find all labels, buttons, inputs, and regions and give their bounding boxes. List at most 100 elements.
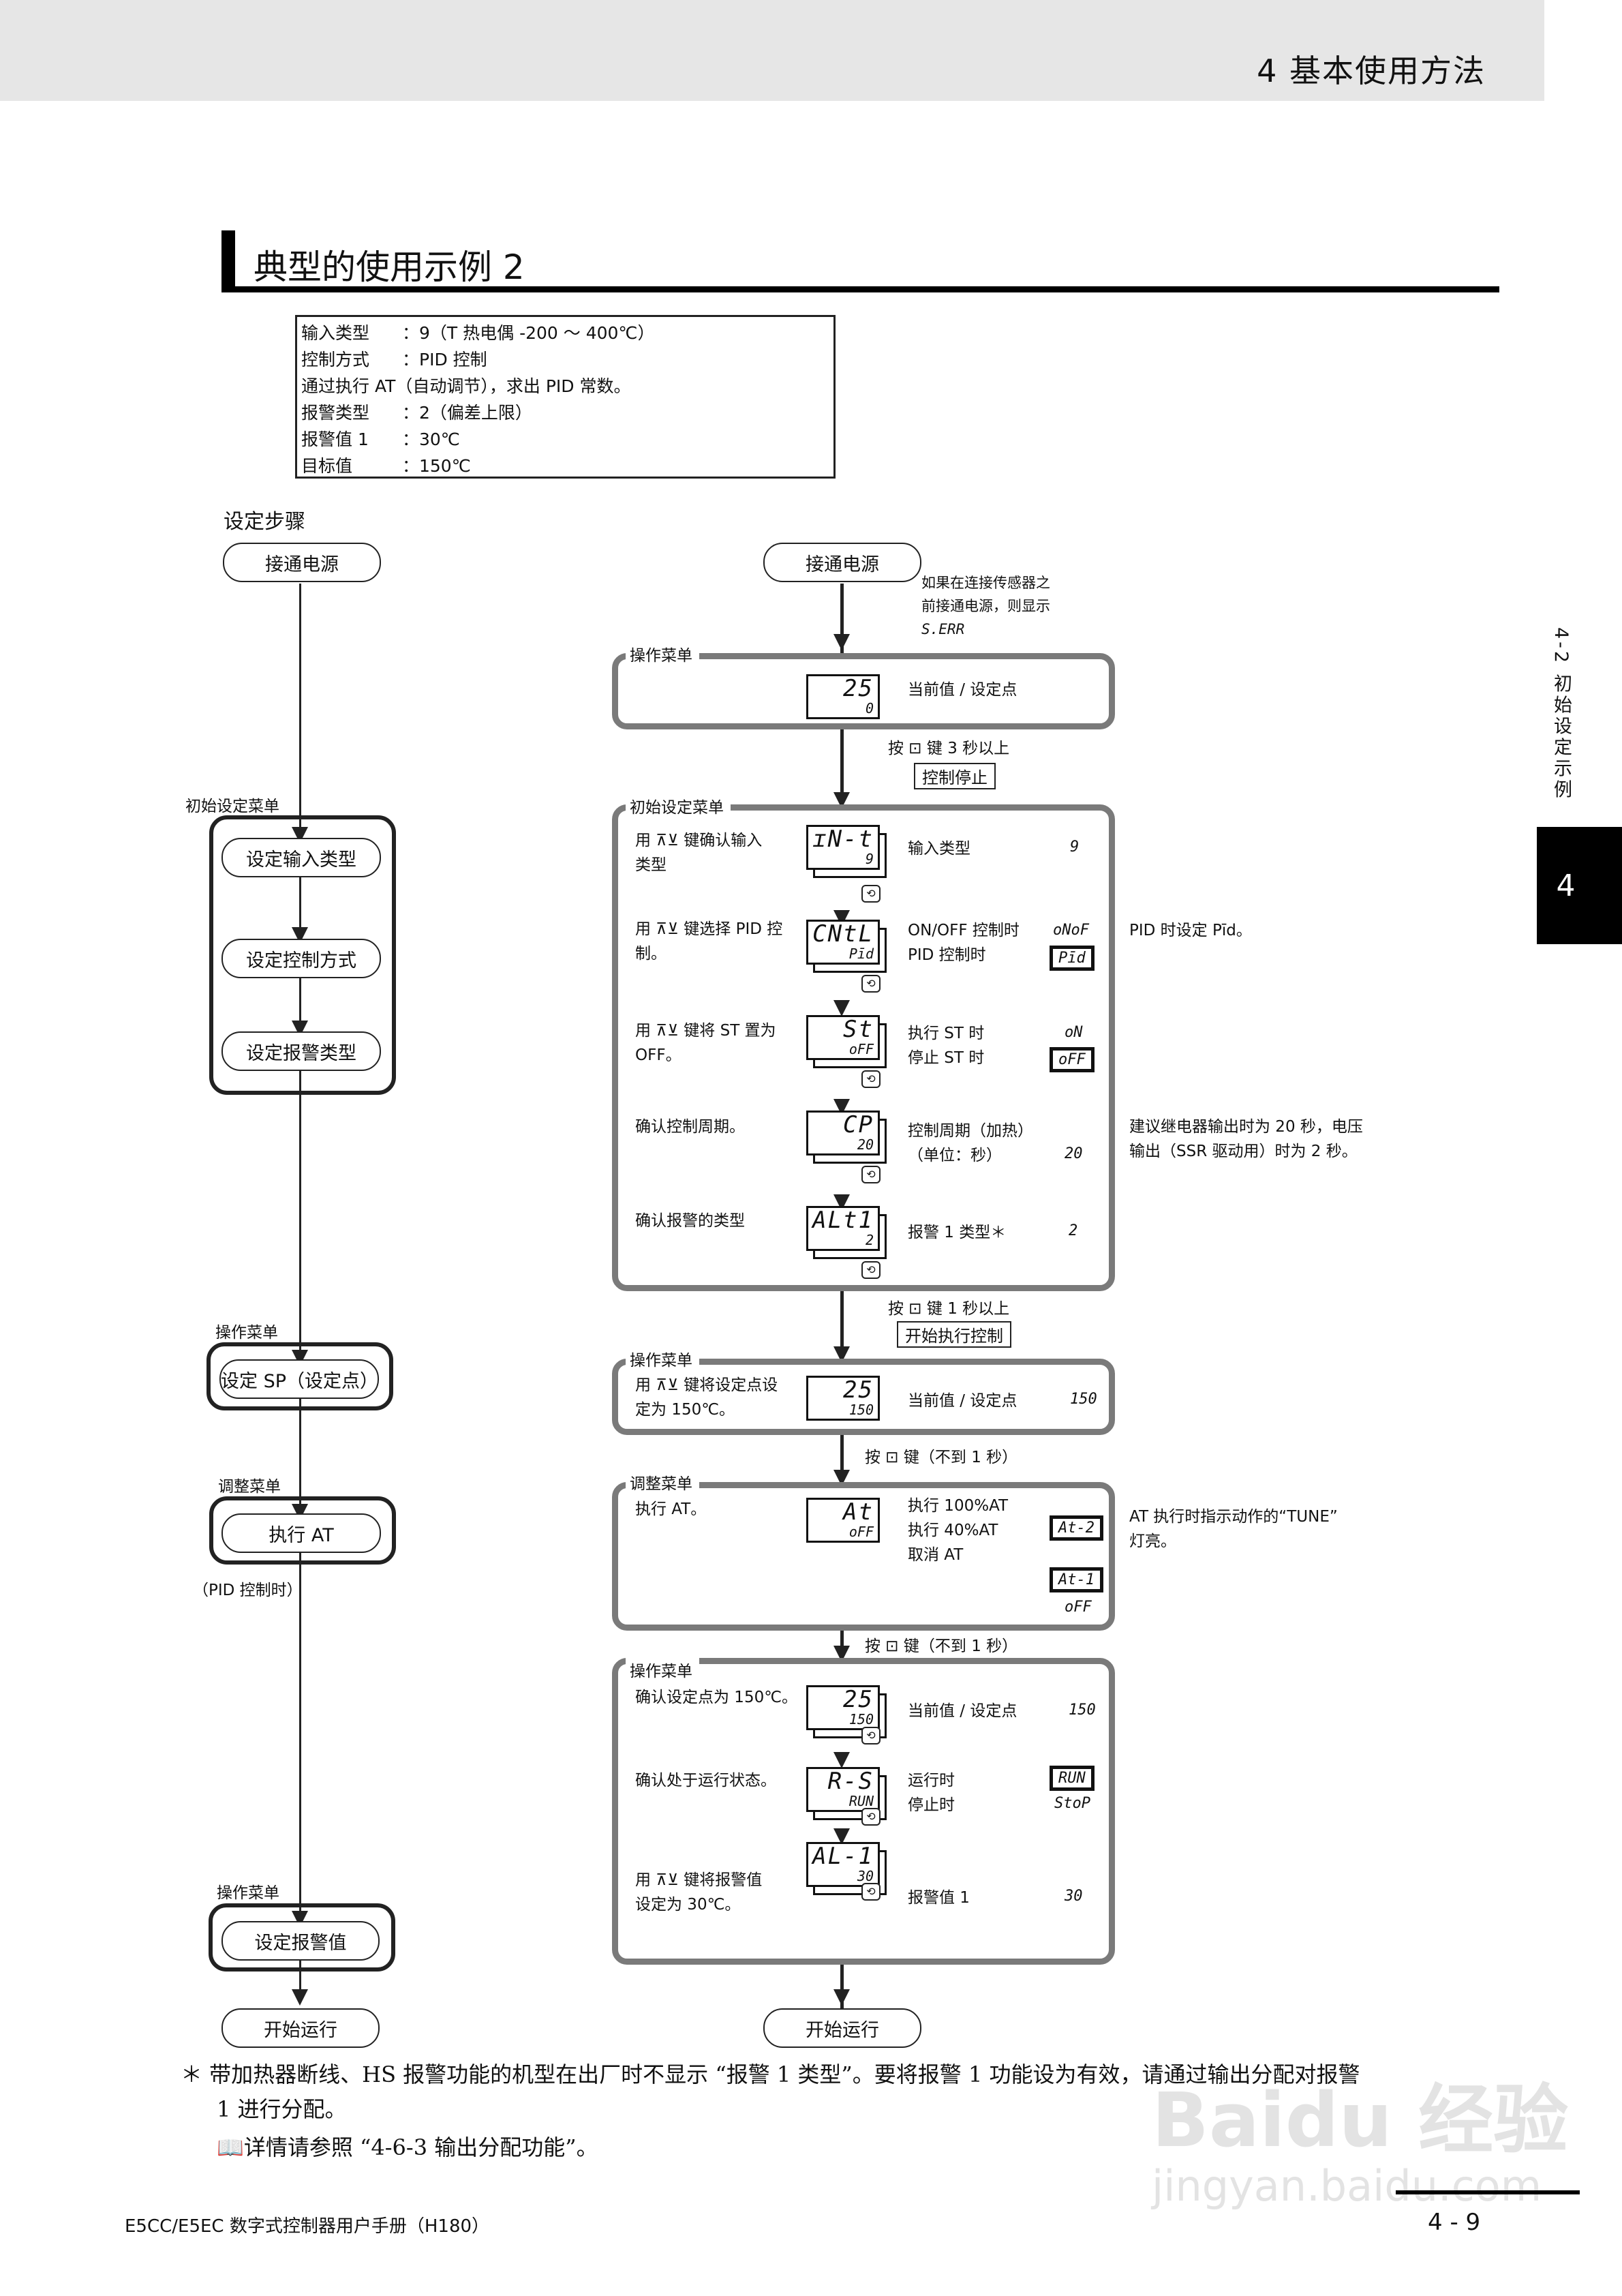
lcd-top: ALt1 (812, 1207, 874, 1234)
mode-key-icon: ⟲ (861, 1261, 881, 1279)
lcd-top: 25 (843, 675, 874, 702)
footnote-reference[interactable]: 📖详情请参照 “4-6-3 输出分配功能”。 (217, 2128, 598, 2166)
lcd-top: 25 (843, 1376, 874, 1404)
arrow-down-icon (292, 1989, 308, 2006)
lcd-top: ɪN-t (812, 826, 874, 853)
setting-value: StoP (1054, 1795, 1090, 1812)
left-group4-box (209, 1903, 395, 1972)
lcd-bottom: 150 (848, 1711, 874, 1727)
lcd-bottom: 0 (865, 700, 874, 716)
spec-value: ：150℃ (402, 456, 471, 476)
left-flow-line (299, 584, 301, 2000)
setting-value: 2 (1069, 1222, 1078, 1239)
mode-key-icon: ⟲ (861, 1166, 881, 1183)
step-instruction: 确认处于运行状态。 (635, 1772, 776, 1789)
setting-value: 150 (1069, 1702, 1096, 1719)
left-group1-label: 初始设定菜单 (185, 798, 279, 815)
lcd-top: CP (843, 1111, 874, 1138)
left-node-control-mode: 设定控制方式 (221, 939, 381, 978)
mode-key-icon: ⟲ (861, 975, 881, 993)
lcd-top: R-S (827, 1768, 874, 1795)
panel-title: 操作菜单 (626, 642, 699, 665)
spec-key: 输入类型 (301, 323, 370, 343)
lcd-bottom: RUN (848, 1793, 874, 1809)
left-group4-label: 操作菜单 (217, 1884, 279, 1902)
start-note-line: 前接通电源，则显示 (921, 598, 1050, 614)
left-node-set-sp: 设定 SP（设定点） (219, 1359, 379, 1399)
spec-value: ：30℃ (402, 429, 460, 449)
watermark-logo: Baidu 经验 (1152, 2076, 1569, 2164)
spec-row: 报警值 1 ：30℃ (301, 426, 833, 453)
setting-value: oN (1065, 1024, 1083, 1041)
left-group2-label: 操作菜单 (215, 1324, 278, 1342)
lcd-top: 25 (843, 1686, 874, 1713)
side-note: AT 执行时指示动作的“TUNE”灯亮。 (1129, 1508, 1338, 1550)
start-note: 如果在连接传感器之 前接通电源，则显示 S.ERR (921, 571, 1050, 641)
spec-value: ：PID 控制 (402, 350, 487, 369)
lcd-bottom: Pīd (848, 946, 874, 962)
panel-title: 操作菜单 (626, 1347, 699, 1370)
section-title: 典型的使用示例 2 (254, 247, 525, 287)
mode-key-icon: ⟲ (861, 1808, 881, 1826)
manual-title: E5CC/E5EC 数字式控制器用户手册（H180） (125, 2216, 490, 2237)
spec-key: 报警值 1 (301, 429, 369, 449)
spec-value: 通过执行 AT（自动调节），求出 PID 常数。 (301, 376, 631, 396)
lcd-desc: 当前值 / 设定点 (908, 1392, 1017, 1410)
right-end-node: 开始运行 (763, 2008, 921, 2048)
step-instruction: 确认设定点为 150℃。 (635, 1689, 798, 1706)
panel-title: 操作菜单 (626, 1658, 699, 1681)
arrow-down-icon (833, 1989, 850, 2006)
side-section-label: 4-2 初始设定示例 (1550, 627, 1572, 801)
left-node-execute-at: 执行 AT (221, 1513, 381, 1553)
lcd-bottom: 20 (857, 1136, 874, 1153)
panel-adjustment-menu (612, 1482, 1115, 1631)
lcd-bottom: oFF (848, 1524, 874, 1540)
lcd-bottom: 9 (865, 851, 874, 867)
spec-key: 控制方式 (301, 350, 370, 369)
steps-heading: 设定步骤 (224, 510, 305, 534)
arrow-down-icon (833, 1752, 850, 1768)
transition-state-label: 控制停止 (914, 763, 996, 789)
lcd-top: St (843, 1016, 874, 1043)
spec-key: 目标值 (301, 456, 353, 476)
lcd-display: 25 0 (806, 674, 880, 719)
lcd-top: CNtL (812, 920, 874, 948)
left-group3-note: （PID 控制时） (193, 1582, 303, 1599)
lcd-desc: 执行 ST 时停止 ST 时 (908, 1025, 985, 1067)
lcd-desc: 报警 1 类型＊ (908, 1224, 1007, 1241)
spec-row: 目标值 ：150℃ (301, 453, 833, 479)
spec-row: 输入类型 ：9（T 热电偶 -200 ～ 400℃） (301, 320, 833, 346)
lcd-desc: 当前值 / 设定点 (908, 1702, 1017, 1720)
step-instruction: 用 ⊼⊻ 键将报警值设定为 30℃。 (635, 1871, 763, 1914)
lcd-desc: 输入类型 (908, 840, 970, 858)
footnote-reference-text[interactable]: 详情请参照 “4-6-3 输出分配功能”。 (243, 2134, 598, 2160)
selected-setting-value: At-2 (1050, 1515, 1103, 1541)
selected-setting-value: RUN (1050, 1766, 1095, 1791)
lcd-desc: 报警值 1 (908, 1889, 970, 1907)
lcd-top: AL-1 (812, 1843, 874, 1870)
spec-value: ：9（T 热电偶 -200 ～ 400℃） (402, 323, 655, 343)
page-header-band (0, 0, 1544, 101)
selected-setting-value: At-1 (1050, 1567, 1103, 1592)
transition-instruction: 按 ⊡ 键 3 秒以上 (888, 740, 1010, 757)
transition-state-label: 开始执行控制 (897, 1321, 1011, 1348)
spec-row: 报警类型：2（偏差上限） (301, 399, 833, 426)
spec-key: 报警类型 (301, 403, 370, 423)
left-end-node: 开始运行 (221, 2008, 380, 2048)
setting-value: 20 (1065, 1145, 1083, 1162)
page-number: 4 - 9 (1428, 2209, 1481, 2236)
right-start-node: 接通电源 (763, 543, 921, 582)
section-title-underline (221, 286, 1499, 292)
lcd-desc: 当前值 / 设定点 (908, 681, 1017, 699)
step-instruction: 用 ⊼⊻ 键确认输入类型 (635, 832, 763, 874)
footnote-line: ＊ 带加热器断线、HS 报警功能的机型在出厂时不显示 “报警 1 类型”。要将报… (181, 2061, 1360, 2087)
